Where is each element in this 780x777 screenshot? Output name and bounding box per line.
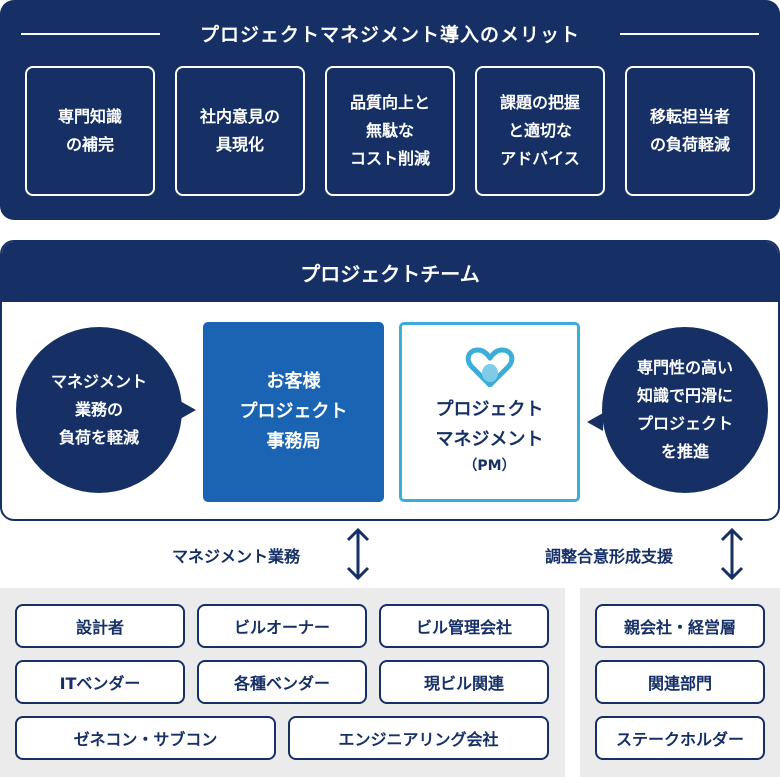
contractors-panel: 設計者 ビルオーナー ビル管理会社 ITベンダー 各種ベンダー 現ビル関連 ゼネ…: [0, 588, 565, 777]
project-management-box: プロジェクト マネジメント （PM）: [399, 322, 580, 502]
double-arrow-icon: [720, 527, 744, 585]
bubble-tail-right: [587, 413, 603, 431]
stakeholder-pill: 親会社・経営層: [595, 604, 765, 648]
stakeholder-pill: エンジニアリング会社: [288, 716, 549, 760]
team-title: プロジェクトチーム: [2, 242, 778, 302]
benefit-bubble-left: マネジメント 業務の 負荷を軽減: [16, 327, 182, 493]
merit-card: 社内意見の 具現化: [175, 66, 305, 196]
merit-card: 品質向上と 無駄な コスト削減: [325, 66, 455, 196]
project-team-panel: プロジェクトチーム マネジメント 業務の 負荷を軽減 お客様 プロジェクト 事務…: [0, 240, 780, 521]
stakeholder-pill: ビルオーナー: [197, 604, 367, 648]
pm-title: プロジェクト マネジメント: [435, 399, 544, 450]
client-project-office: お客様 プロジェクト 事務局: [203, 322, 384, 502]
pm-abbreviation: （PM）: [463, 458, 516, 474]
management-work-label: マネジメント業務: [172, 547, 301, 566]
stakeholder-pill: 現ビル関連: [379, 660, 549, 704]
coordination-support-label: 調整合意形成支援: [545, 547, 674, 566]
stakeholder-pill: ステークホルダー: [595, 716, 765, 760]
internal-stakeholders-panel: 親会社・経営層 関連部門 ステークホルダー: [580, 588, 780, 777]
merits-title-row: プロジェクトマネジメント導入のメリット: [0, 20, 780, 46]
merit-card: 移転担当者 の負荷軽減: [625, 66, 755, 196]
stakeholder-pill: ゼネコン・サブコン: [15, 716, 276, 760]
title-rule-right: [620, 33, 759, 35]
stakeholder-pill: 設計者: [15, 604, 185, 648]
heart-logo-icon: [464, 347, 516, 391]
merits-panel: プロジェクトマネジメント導入のメリット 専門知識 の補完 社内意見の 具現化 品…: [0, 0, 780, 220]
merit-card: 専門知識 の補完: [25, 66, 155, 196]
merits-title: プロジェクトマネジメント導入のメリット: [199, 23, 580, 46]
stakeholder-pill: ビル管理会社: [379, 604, 549, 648]
stakeholder-pill: 各種ベンダー: [197, 660, 367, 704]
merit-card: 課題の把握 と適切な アドバイス: [475, 66, 605, 196]
title-rule-left: [21, 33, 160, 35]
stakeholder-pill: 関連部門: [595, 660, 765, 704]
double-arrow-icon: [346, 527, 370, 585]
bubble-tail-left: [180, 401, 196, 419]
stakeholder-pill: ITベンダー: [15, 660, 185, 704]
benefit-bubble-right: 専門性の高い 知識で円滑に プロジェクト を推進: [602, 327, 768, 493]
